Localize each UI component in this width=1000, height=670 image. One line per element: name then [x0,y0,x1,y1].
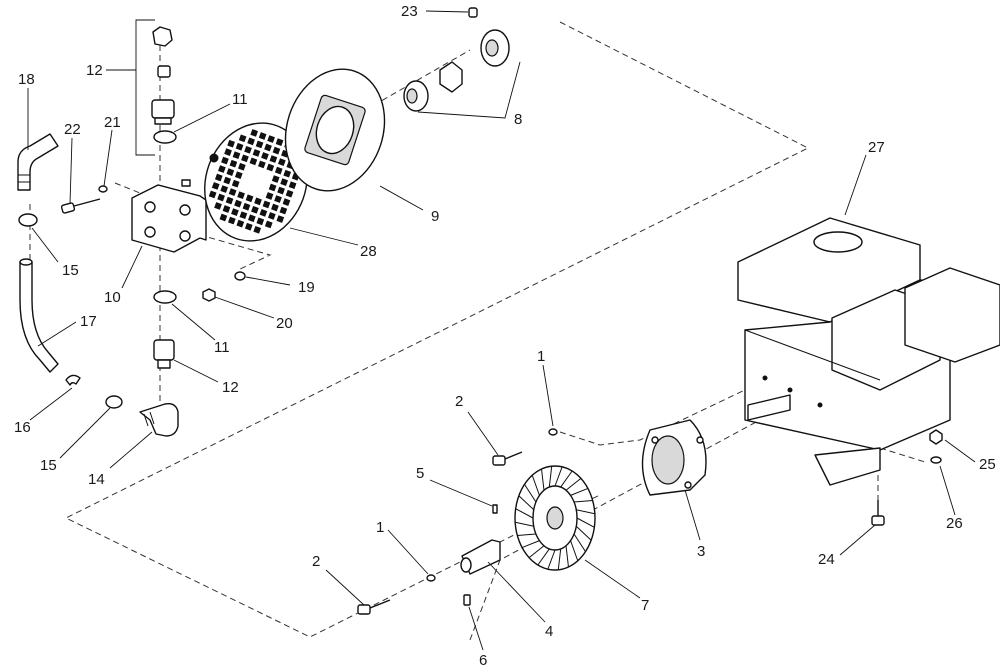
part-15-lower-ring [105,395,123,409]
callout-1-upper: 1 [537,348,545,365]
part-2-lower-bolt [357,599,391,615]
part-11-upper-o-ring [153,130,177,144]
part-1-upper-washer [548,428,558,436]
bracket-12 [135,19,155,156]
callout-21: 21 [104,114,121,131]
part-27-engine [737,217,1000,486]
callout-11-lower: 11 [214,339,230,356]
part-22-bolt [60,198,101,214]
part-16-clamp [65,374,81,386]
callout-leader-lines [27,10,976,651]
part-12-upper-fittings [151,26,175,125]
callout-9: 9 [431,208,439,225]
part-1-lower-washer [426,574,436,582]
callout-2-upper: 2 [455,393,463,410]
callout-15-lower: 15 [40,457,57,474]
part-21-washer [98,185,108,193]
part-5-pin [492,504,498,514]
part-19-washer [234,271,246,281]
callout-18: 18 [18,71,35,88]
part-24-bolt [871,500,885,526]
callout-3: 3 [697,543,705,560]
callout-25: 25 [979,456,996,473]
callout-12-lower: 12 [222,379,239,396]
callout-2-lower: 2 [312,553,320,570]
callout-6: 6 [479,652,487,669]
callout-7: 7 [641,597,649,614]
callout-16: 16 [14,419,31,436]
callout-26: 26 [946,515,963,532]
part-15-upper-ring [18,213,38,227]
callout-20: 20 [276,315,293,332]
callout-14: 14 [88,471,105,488]
part-12-lower-fitting [153,339,175,369]
part-7-blower-wheel [514,465,596,571]
part-8-coupling [403,29,510,112]
callout-17: 17 [80,313,97,330]
callout-8: 8 [514,111,522,128]
part-18-elbow-fitting [17,133,59,191]
callout-22: 22 [64,121,81,138]
part-25-nut [929,429,943,445]
callout-28: 28 [360,243,377,260]
callout-15-upper: 15 [62,262,79,279]
callout-4: 4 [545,623,553,640]
part-17-hose [19,258,59,373]
callout-12-upper: 12 [86,62,103,79]
callout-10: 10 [104,289,121,306]
callout-labels: 23 12 18 11 22 21 8 9 27 28 15 10 19 17 … [14,3,996,669]
part-23-set-screw [468,7,478,18]
callout-1-lower: 1 [376,519,384,536]
part-3-spacer-housing [641,419,707,496]
callout-5: 5 [416,465,424,482]
part-9-adapter-flange [284,68,386,192]
callout-27: 27 [868,139,885,156]
part-6-key [463,594,471,606]
callout-23: 23 [401,3,418,20]
callout-11-upper: 11 [232,91,248,108]
part-11-lower-o-ring [153,290,177,304]
part-20-nut [202,288,216,302]
part-4-shaft-adapter [460,539,501,575]
callout-19: 19 [298,279,315,296]
callout-24: 24 [818,551,835,568]
part-10-pump [131,179,207,253]
part-26-washer [930,456,942,464]
part-14-elbow-fitting [139,402,179,437]
part-2-upper-bolt [492,451,523,466]
